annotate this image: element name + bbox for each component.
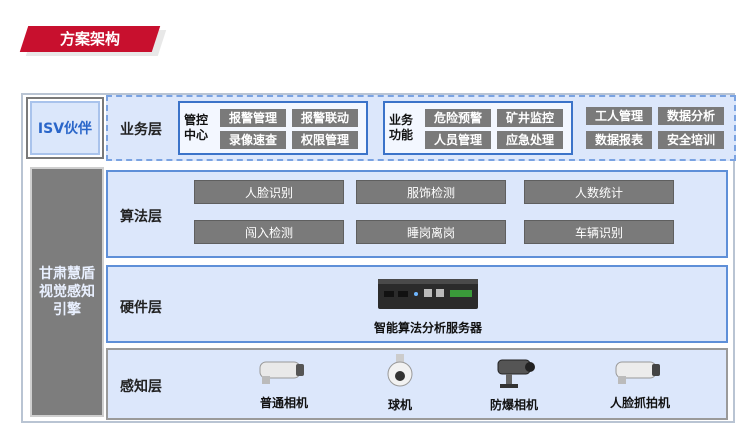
vehicle-recognition-box: 车辆识别 bbox=[524, 220, 674, 244]
page-title: 方案架构 bbox=[59, 30, 120, 48]
alarm-linkage-tag: 报警联动 bbox=[292, 109, 358, 127]
video-search-tag: 录像速查 bbox=[220, 131, 286, 149]
business-layer-label: 业务层 bbox=[120, 122, 162, 138]
architecture-frame bbox=[21, 93, 735, 423]
data-report-tag: 数据报表 bbox=[586, 131, 652, 149]
engine-line-3: 引擎 bbox=[53, 302, 81, 318]
clothing-detection-box: 服饰检测 bbox=[356, 180, 506, 204]
engine-block: 甘肃慧盾 视觉感知 引擎 bbox=[30, 167, 104, 417]
sensing-layer-label: 感知层 bbox=[120, 379, 162, 395]
worker-management-tag: 工人管理 bbox=[586, 107, 652, 125]
emergency-handling-tag: 应急处理 bbox=[497, 131, 563, 149]
control-center-label: 管控 中心 bbox=[184, 113, 209, 142]
danger-warning-tag: 危险预警 bbox=[425, 109, 491, 127]
intrusion-detection-box: 闯入检测 bbox=[194, 220, 344, 244]
dome-camera-label: 球机 bbox=[387, 398, 412, 412]
isv-partner-block: ISV伙伴 bbox=[26, 97, 104, 159]
sensing-layer: 感知层 普通相机 球机 防爆相机 人脸抓拍机 bbox=[106, 348, 728, 420]
face-recognition-box: 人脸识别 bbox=[194, 180, 344, 204]
engine-line-2: 视觉感知 bbox=[39, 284, 95, 300]
hardware-layer: 硬件层 智能算法分析服务器 bbox=[106, 265, 728, 343]
hardware-layer-label: 硬件层 bbox=[120, 300, 162, 316]
business-function-group: 业务 功能 危险预警 矿井监控 人员管理 应急处理 bbox=[383, 101, 573, 155]
explosion-proof-camera-icon bbox=[497, 359, 535, 388]
engine-line-1: 甘肃慧盾 bbox=[39, 266, 95, 282]
face-capture-camera-label: 人脸抓拍机 bbox=[609, 396, 670, 410]
data-analysis-tag: 数据分析 bbox=[658, 107, 724, 125]
personnel-management-tag: 人员管理 bbox=[425, 131, 491, 149]
face-capture-camera-icon bbox=[615, 361, 660, 384]
isv-label: ISV伙伴 bbox=[30, 101, 100, 155]
business-layer: 业务层 管控 中心 报警管理 报警联动 录像速查 权限管理 业务 功能 危险预警… bbox=[106, 95, 736, 161]
dome-camera-icon bbox=[387, 354, 413, 387]
safety-training-tag: 安全培训 bbox=[658, 131, 724, 149]
bullet-camera-label: 普通相机 bbox=[259, 396, 308, 410]
server-label: 智能算法分析服务器 bbox=[373, 321, 482, 335]
people-counting-box: 人数统计 bbox=[524, 180, 674, 204]
permission-management-tag: 权限管理 bbox=[292, 131, 358, 149]
explosion-proof-camera-label: 防爆相机 bbox=[489, 398, 538, 412]
algorithm-layer: 算法层 人脸识别 服饰检测 人数统计 闯入检测 睡岗离岗 车辆识别 bbox=[106, 170, 728, 258]
server-icon bbox=[378, 279, 478, 309]
mine-monitoring-tag: 矿井监控 bbox=[497, 109, 563, 127]
section-title-banner: 方案架构 bbox=[19, 26, 167, 56]
alarm-management-tag: 报警管理 bbox=[220, 109, 286, 127]
sleep-absence-detection-box: 睡岗离岗 bbox=[356, 220, 506, 244]
control-center-group: 管控 中心 报警管理 报警联动 录像速查 权限管理 bbox=[178, 101, 368, 155]
algorithm-layer-label: 算法层 bbox=[120, 209, 162, 225]
bullet-camera-icon bbox=[259, 361, 304, 384]
business-function-label: 业务 功能 bbox=[389, 113, 414, 142]
